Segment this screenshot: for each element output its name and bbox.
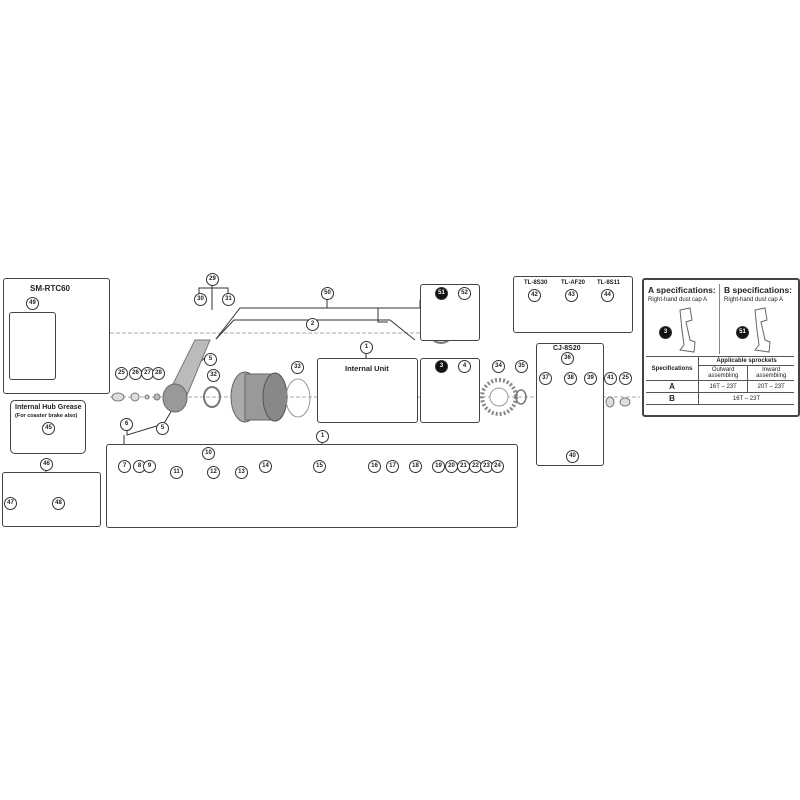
spec-a-part-callout: 3 bbox=[659, 326, 672, 339]
dust-cap-3-box bbox=[420, 358, 480, 423]
callout-4: 4 bbox=[458, 360, 471, 373]
callout-34: 34 bbox=[492, 360, 505, 373]
callout-16: 16 bbox=[368, 460, 381, 473]
callout-43: 43 bbox=[565, 289, 578, 302]
rotor-box-label: SM-RTC60 bbox=[30, 284, 71, 293]
table-cell-spec: A bbox=[646, 380, 699, 393]
table-cell-combined: 16T – 23T bbox=[698, 392, 794, 405]
grease-box-label: Internal Hub Grease bbox=[15, 404, 82, 411]
callout-49: 49 bbox=[26, 297, 39, 310]
table-cell-spec: B bbox=[646, 392, 699, 405]
callout-3: 3 bbox=[435, 360, 448, 373]
sprocket-spec-table: Specifications Applicable sprockets Outw… bbox=[646, 356, 794, 405]
table-row: A 16T – 23T 20T – 23T bbox=[646, 380, 794, 393]
grease-kit-box bbox=[2, 472, 101, 527]
callout-17: 17 bbox=[386, 460, 399, 473]
tools-box bbox=[513, 276, 633, 333]
callout-28: 28 bbox=[152, 367, 165, 380]
spec-b-subtitle: Right-hand dust cap A bbox=[724, 297, 784, 303]
callout-26: 26 bbox=[129, 367, 142, 380]
callout-52: 52 bbox=[458, 287, 471, 300]
callout-13: 13 bbox=[235, 466, 248, 479]
internal-unit-box bbox=[317, 358, 418, 423]
spec-divider bbox=[719, 284, 720, 354]
callout-24: 24 bbox=[491, 460, 504, 473]
callout-10: 10 bbox=[202, 447, 215, 460]
table-cell-inward: 20T – 23T bbox=[747, 380, 794, 393]
callout-35: 35 bbox=[515, 360, 528, 373]
tool-label-tl-8s30: TL-8S30 bbox=[524, 280, 548, 286]
callout-2: 2 bbox=[306, 318, 319, 331]
spec-b-title: B specifications: bbox=[724, 285, 793, 295]
callout-20: 20 bbox=[445, 460, 458, 473]
callout-12: 12 bbox=[207, 466, 220, 479]
callout-31: 31 bbox=[222, 293, 235, 306]
callout-39: 39 bbox=[584, 372, 597, 385]
chain-case-box bbox=[536, 343, 604, 466]
callout-38: 38 bbox=[564, 372, 577, 385]
callout-32: 32 bbox=[207, 369, 220, 382]
callout-5: 5 bbox=[204, 353, 217, 366]
table-row: B 16T – 23T bbox=[646, 392, 794, 405]
callout-25: 25 bbox=[115, 367, 128, 380]
callout-47: 47 bbox=[4, 497, 17, 510]
callout-9: 9 bbox=[143, 460, 156, 473]
internal-unit-label: Internal Unit bbox=[345, 364, 389, 373]
table-header-spec: Specifications bbox=[646, 356, 699, 381]
callout-15: 15 bbox=[313, 460, 326, 473]
table-col-outward: Outward assembling bbox=[697, 365, 748, 381]
callout-50: 50 bbox=[321, 287, 334, 300]
spec-a-subtitle: Right-hand dust cap A bbox=[648, 297, 708, 303]
table-col-inward: Inward assembling bbox=[747, 365, 794, 381]
callout-25-right: 25 bbox=[619, 372, 632, 385]
callout-41: 41 bbox=[604, 372, 617, 385]
callout-11: 11 bbox=[170, 466, 183, 479]
callout-18: 18 bbox=[409, 460, 422, 473]
callout-14: 14 bbox=[259, 460, 272, 473]
callout-48: 48 bbox=[52, 497, 65, 510]
callout-5-lower: 5 bbox=[156, 422, 169, 435]
spec-b-part-callout: 51 bbox=[736, 326, 749, 339]
table-header-group: Applicable sprockets bbox=[698, 356, 794, 366]
callout-42: 42 bbox=[528, 289, 541, 302]
tool-label-tl-af20: TL-AF20 bbox=[561, 280, 585, 286]
callout-33: 33 bbox=[291, 361, 304, 374]
main-hub-box bbox=[106, 444, 518, 528]
callout-36: 36 bbox=[561, 352, 574, 365]
callout-37: 37 bbox=[539, 372, 552, 385]
callout-29: 29 bbox=[206, 273, 219, 286]
callout-45: 45 bbox=[42, 422, 55, 435]
callout-40: 40 bbox=[566, 450, 579, 463]
callout-46: 46 bbox=[40, 458, 53, 471]
rotor-bolt-set-box bbox=[9, 312, 56, 380]
table-cell-outward: 16T – 23T bbox=[697, 380, 748, 393]
callout-30: 30 bbox=[194, 293, 207, 306]
callout-1: 1 bbox=[360, 341, 373, 354]
spec-a-title: A specifications: bbox=[648, 285, 716, 295]
tool-label-tl-8s11: TL-8S11 bbox=[597, 280, 621, 286]
chain-case-label: CJ-8S20 bbox=[553, 345, 581, 352]
callout-1-lower: 1 bbox=[316, 430, 329, 443]
callout-6: 6 bbox=[120, 418, 133, 431]
callout-22: 22 bbox=[469, 460, 482, 473]
callout-7: 7 bbox=[118, 460, 131, 473]
callout-19: 19 bbox=[432, 460, 445, 473]
grease-box-sublabel: (For coaster brake also) bbox=[15, 413, 78, 419]
callout-51: 51 bbox=[435, 287, 448, 300]
callout-44: 44 bbox=[601, 289, 614, 302]
